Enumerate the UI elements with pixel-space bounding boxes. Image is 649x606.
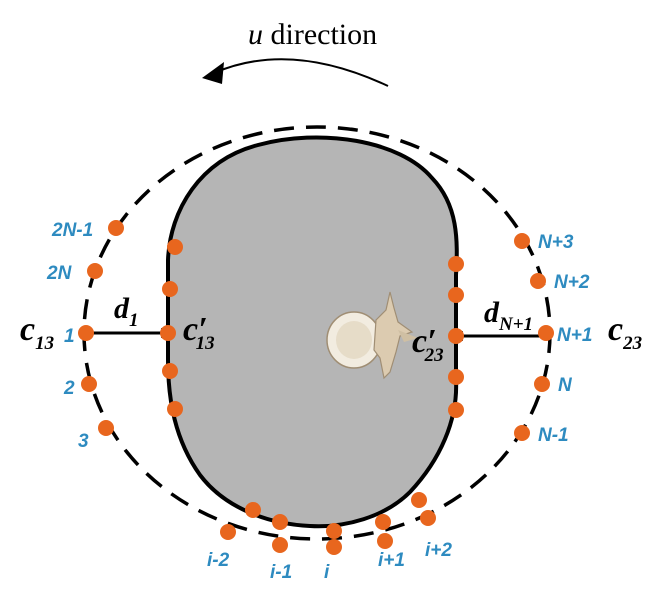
label-2: 2 [63,378,75,399]
label-2N: 2N [46,263,73,284]
body-cross-section [166,135,459,529]
vertebra-icon [326,291,418,380]
direction-variable: u [248,18,263,51]
label-3: 3 [78,431,89,452]
label-1: 1 [64,326,75,347]
label-N+3: N+3 [538,232,574,253]
inner-dots-right [448,256,464,418]
label-d1: d1 [114,292,139,331]
direction-text: direction [263,18,377,51]
arrow-left-icon [202,62,224,84]
label-N+2: N+2 [554,272,590,293]
label-c23-prime: c′23 [412,323,444,366]
label-c13-prime: c′13 [183,311,215,354]
label-c23: c23 [608,311,642,354]
inner-dots-left [160,239,183,417]
label-dN1: dN+1 [484,296,533,335]
label-N: N [558,375,573,396]
label-i+1: i+1 [378,550,405,571]
label-N-1: N-1 [538,425,569,446]
label-i: i [324,562,330,583]
label-i+2: i+2 [425,540,452,561]
label-i-2: i-2 [207,550,230,571]
label-2N-1: 2N-1 [51,220,93,241]
direction-title: u direction [248,18,377,51]
inner-dots-bottom [245,492,427,539]
outer-dots [78,220,554,555]
label-N+1: N+1 [557,325,592,346]
label-c13: c13 [20,311,54,354]
rotation-arc [213,58,389,87]
label-i-1: i-1 [270,562,292,583]
